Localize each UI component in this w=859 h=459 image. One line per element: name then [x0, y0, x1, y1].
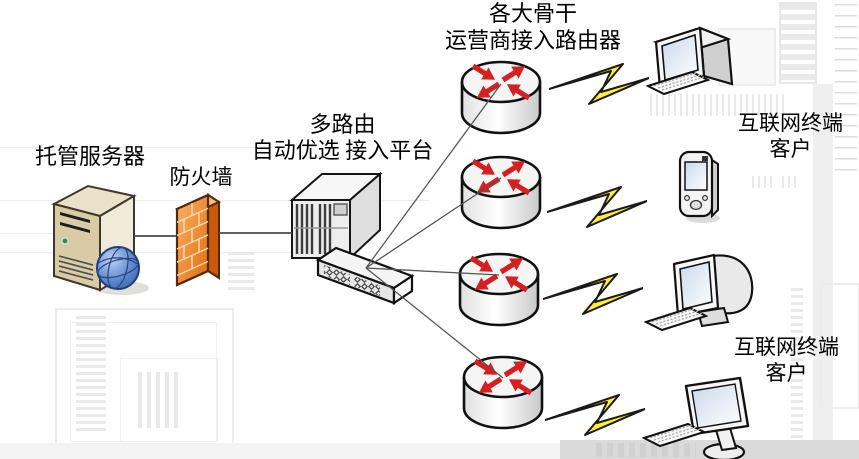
watermark-connector [779, 2, 817, 84]
watermark-ribbed-bar [76, 316, 106, 434]
watermark-ribbed-bar [138, 372, 182, 428]
keyboard-icon [646, 70, 710, 103]
clients-top-label-line1: 互联网终端 [738, 111, 843, 135]
watermark-ruler-ticks [835, 4, 857, 176]
platform-label-line1: 多路由 [309, 112, 376, 137]
platform-label: 多路由 自动优选 接入平台 [245, 112, 440, 164]
router-icon [458, 57, 544, 142]
watermark-bottom-squares [596, 443, 696, 457]
router-icon [456, 249, 542, 334]
router-icon [460, 352, 546, 437]
clients-bottom-label-line1: 互联网终端 [734, 335, 839, 359]
routers-group-label-line2: 运营商接入路由器 [444, 28, 621, 53]
server-label: 托管服务器 [34, 144, 145, 169]
watermark-comb [752, 176, 774, 188]
platform-label-line2: 自动优选 接入平台 [251, 138, 434, 163]
routers-group-label: 各大骨干 运营商接入路由器 [408, 0, 658, 54]
desktop-computer-icon [648, 22, 748, 107]
watermark-trace [0, 252, 330, 253]
watermark-band [813, 84, 833, 459]
clients-top-label: 互联网终端 客户 [722, 110, 859, 162]
firewall-icon [172, 188, 228, 295]
lcd-monitor-icon [678, 376, 766, 459]
routers-group-label-line1: 各大骨干 [488, 1, 577, 26]
watermark-ribbed-bar [791, 288, 803, 453]
keyboard-icon [644, 306, 708, 339]
lightning-bolt-icon [548, 62, 650, 111]
keyboard-icon [642, 422, 706, 455]
watermark-rect [120, 358, 218, 442]
clients-top-label-line2: 客户 [769, 137, 812, 161]
watermark-trace [0, 233, 105, 234]
lightning-bolt-icon [546, 185, 648, 234]
watermark-chip [228, 252, 254, 292]
lightning-bolt-icon [544, 393, 646, 442]
watermark-comb [650, 94, 785, 116]
watermark-comb [782, 176, 800, 188]
watermark-trace [0, 147, 270, 148]
router-icon [458, 152, 544, 237]
clients-bottom-label-line2: 客户 [765, 361, 808, 385]
crt-monitor-icon [668, 250, 756, 339]
watermark-bottom-strip [0, 443, 560, 459]
access-platform-icon [284, 164, 416, 311]
lightning-bolt-icon [542, 272, 644, 321]
pda-icon [676, 150, 724, 231]
server-icon [40, 178, 152, 305]
firewall-label: 防火墙 [169, 165, 233, 189]
clients-bottom-label: 互联网终端 客户 [718, 334, 855, 386]
